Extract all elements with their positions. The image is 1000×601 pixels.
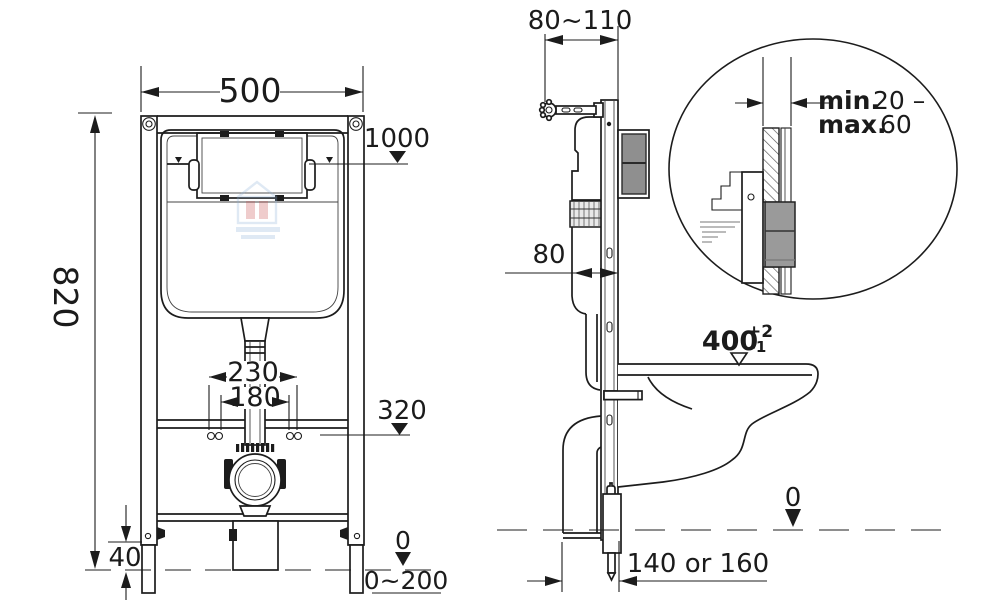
floor-line-front: 0 0~200 (85, 526, 448, 595)
max-label: max. (818, 110, 887, 139)
screw-head-left (142, 117, 156, 131)
width-label: 500 (219, 71, 282, 110)
dim-base-40: 40 (108, 505, 142, 600)
dim-wall-thickness: min. 20 – max. 60 (735, 57, 925, 139)
min-value: 20 – (873, 86, 925, 115)
seat-height-marker (729, 352, 749, 367)
top-bracket-range-label: 80~110 (528, 6, 633, 36)
floor-level-label: 0 (395, 526, 411, 555)
cistern-front (160, 129, 345, 319)
mounting-rail-side (600, 99, 619, 541)
dim-height-820: 820 (46, 112, 112, 569)
flush-plate-window (175, 131, 333, 201)
water-level-mark-right (326, 157, 333, 163)
drain-opening (228, 453, 282, 507)
wall-section (762, 127, 792, 295)
height-label: 820 (46, 266, 85, 329)
drain-box (232, 520, 279, 571)
dim-bowl-height: 400 +2 -1 (702, 322, 773, 367)
clamp-teeth (236, 443, 275, 452)
floor-line-side: 0 (497, 483, 957, 531)
toilet-bowl (603, 363, 819, 488)
watermark (236, 180, 280, 239)
bowl-rim-curve (647, 376, 693, 410)
dim-bolt-230: 230 (208, 357, 298, 430)
right-clip (304, 159, 316, 191)
bowl-height-tol-minus: -1 (750, 338, 767, 356)
bowl-height-label: 400 (702, 326, 758, 357)
wall-button-block (764, 201, 796, 268)
dim-bolt-180: 180 (220, 382, 290, 430)
adjustable-foot (602, 482, 622, 582)
front-view: 500 820 1000 230 (46, 66, 448, 600)
side-view: 0 80~110 80 400 +2 -1 (497, 6, 957, 592)
dim-top-bracket: 80~110 (528, 6, 633, 102)
actuation-height-label: 1000 (364, 124, 430, 154)
dim-frame-depth: 80 (505, 240, 618, 278)
bolt-spacing-inner-label: 180 (229, 382, 281, 413)
wall-anchor-bolt (538, 98, 604, 122)
min-label: min. (818, 86, 880, 115)
max-value: 60 (880, 110, 912, 139)
floor-adjust-range-label: 0~200 (364, 566, 449, 595)
bolt-spacing-outer-label: 230 (227, 357, 279, 388)
left-leg (141, 544, 156, 594)
dim-width-500: 500 (140, 66, 364, 112)
flush-button-box (617, 129, 650, 199)
outlet-height-label: 320 (377, 396, 427, 426)
base-offset-label: 40 (108, 543, 141, 573)
water-level-mark-left (175, 157, 182, 163)
outlet-distance-label: 140 or 160 (627, 549, 769, 579)
dim-outlet-distance: 140 or 160 (527, 541, 769, 592)
spec-text-lines (700, 221, 740, 243)
drain-connector (224, 443, 286, 571)
right-leg (349, 544, 364, 594)
detail-circle: min. 20 – max. 60 (668, 38, 958, 300)
fixing-bolt-holes (206, 431, 303, 441)
mounting-frame-front (140, 115, 365, 594)
frame-depth-label: 80 (532, 240, 565, 270)
drain-elbow (562, 415, 602, 539)
screw-head-right (349, 117, 363, 131)
marker-320: 320 (320, 396, 427, 436)
marker-1000: 1000 (309, 124, 430, 165)
cistern-side (569, 116, 603, 391)
rail-profile-detail (700, 171, 764, 284)
bowl-height-tol-plus: +2 (747, 322, 773, 342)
flush-valve-unit (569, 200, 603, 228)
floor-level-label-side: 0 (785, 483, 802, 513)
left-clip (188, 159, 200, 191)
